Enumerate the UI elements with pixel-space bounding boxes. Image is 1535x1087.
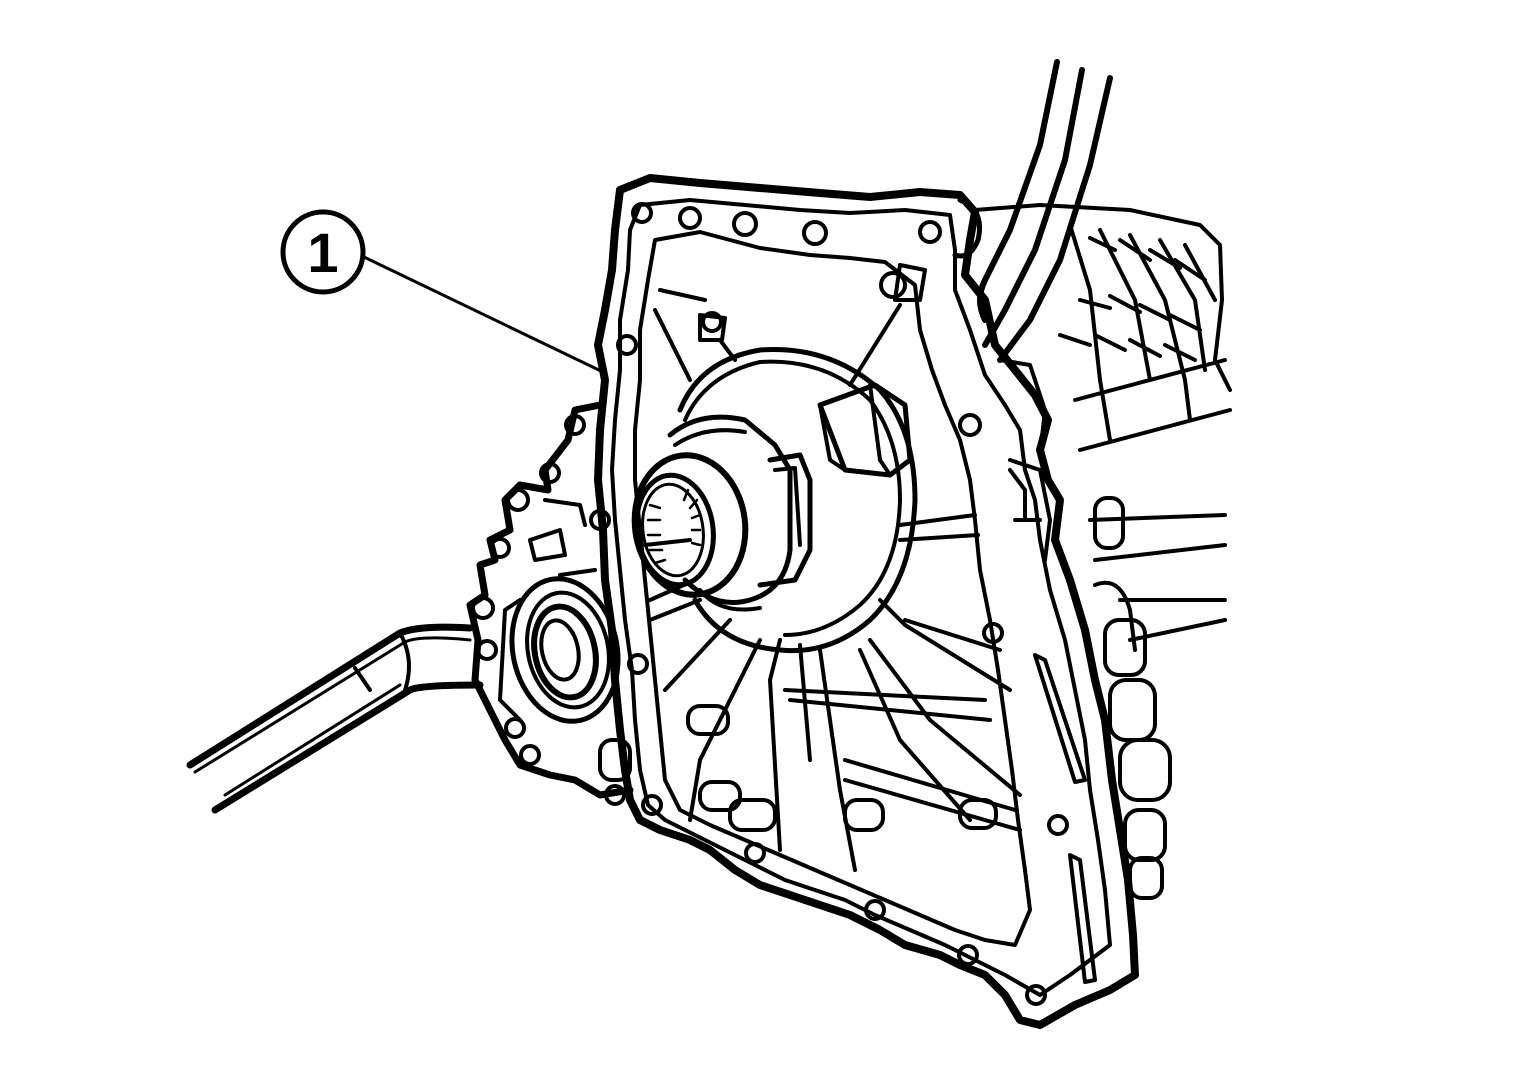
- transmission-housing: [973, 203, 1232, 900]
- lifting-bar-left: [186, 623, 484, 814]
- cover-rib-bosses: [686, 704, 998, 832]
- cover-bolt-holes: [589, 202, 1069, 1006]
- cover-right-flange: [998, 358, 1097, 984]
- cover-outer-edge: [594, 174, 1139, 1029]
- callout-circle: [280, 209, 366, 295]
- spline-teeth: [646, 488, 702, 565]
- left-housing-flange: [466, 401, 634, 806]
- cover-gasket-inner: [610, 198, 1112, 997]
- cover-inner-rib-outline: [633, 230, 1032, 947]
- callout-label: 1: [307, 221, 338, 284]
- input-shaft-hub: [631, 347, 918, 654]
- lifting-rod-top: [977, 59, 1113, 363]
- callout-1: [280, 209, 605, 374]
- callout-leader-line: [362, 255, 605, 374]
